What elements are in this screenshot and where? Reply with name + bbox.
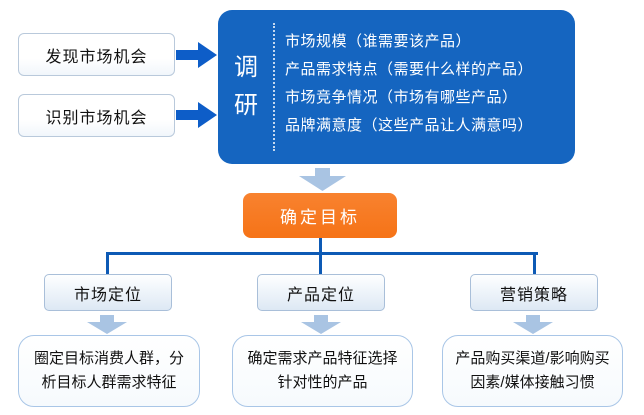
node-product-positioning: 产品定位 [257, 274, 385, 311]
research-panel-title: 调研 [230, 10, 262, 164]
node-identify-opportunity: 识别市场机会 [18, 94, 175, 137]
node-discover-opportunity-label: 发现市场机会 [45, 48, 148, 66]
detail-line: 确定需求产品特征选择 [247, 350, 398, 367]
arrow-down-icon [299, 168, 346, 191]
research-item: 品牌满意度（这些产品让人满意吗） [285, 117, 534, 134]
connector-drop-right [533, 252, 536, 275]
node-market-positioning: 市场定位 [44, 274, 172, 311]
connector-horizontal [106, 252, 538, 255]
dotted-divider [273, 23, 275, 151]
research-panel: 调研 市场规模（谁需要该产品） 产品需求特点（需要什么样的产品） 市场竞争情况（… [218, 10, 575, 164]
connector-drop-left [106, 252, 109, 275]
arrow-down-icon [87, 315, 127, 334]
detail-line: 针对性的产品 [277, 374, 368, 391]
research-item: 市场竞争情况（市场有哪些产品） [285, 89, 518, 106]
node-marketing-strategy-detail: 产品购买渠道/影响购买 因素/媒体接触习惯 [442, 335, 623, 407]
node-discover-opportunity: 发现市场机会 [18, 33, 175, 76]
detail-line: 析目标人群需求特征 [41, 374, 177, 391]
research-item: 市场规模（谁需要该产品） [285, 33, 472, 50]
detail-line: 圈定目标消费人群，分 [33, 350, 184, 367]
node-identify-opportunity-label: 识别市场机会 [45, 109, 148, 127]
research-title-text: 调研 [234, 54, 258, 119]
arrow-right-icon [176, 101, 217, 129]
node-product-positioning-label: 产品定位 [286, 286, 355, 304]
arrow-down-icon [301, 315, 341, 334]
detail-line: 产品购买渠道/影响购买 [455, 350, 610, 367]
node-marketing-strategy: 营销策略 [470, 274, 598, 311]
connector-stem [319, 238, 322, 254]
node-marketing-strategy-label: 营销策略 [499, 286, 568, 304]
node-goal: 确定目标 [243, 193, 397, 238]
node-product-positioning-detail: 确定需求产品特征选择 针对性的产品 [232, 335, 413, 407]
connector-drop-center [319, 252, 322, 275]
node-market-positioning-detail: 圈定目标消费人群，分 析目标人群需求特征 [18, 335, 200, 407]
research-item-list: 市场规模（谁需要该产品） 产品需求特点（需要什么样的产品） 市场竞争情况（市场有… [285, 28, 567, 140]
arrow-right-icon [176, 41, 217, 69]
research-item: 产品需求特点（需要什么样的产品） [285, 61, 534, 78]
node-market-positioning-label: 市场定位 [73, 286, 142, 304]
detail-line: 因素/媒体接触习惯 [470, 374, 595, 391]
arrow-down-icon [513, 315, 553, 334]
node-goal-label: 确定目标 [280, 208, 360, 227]
